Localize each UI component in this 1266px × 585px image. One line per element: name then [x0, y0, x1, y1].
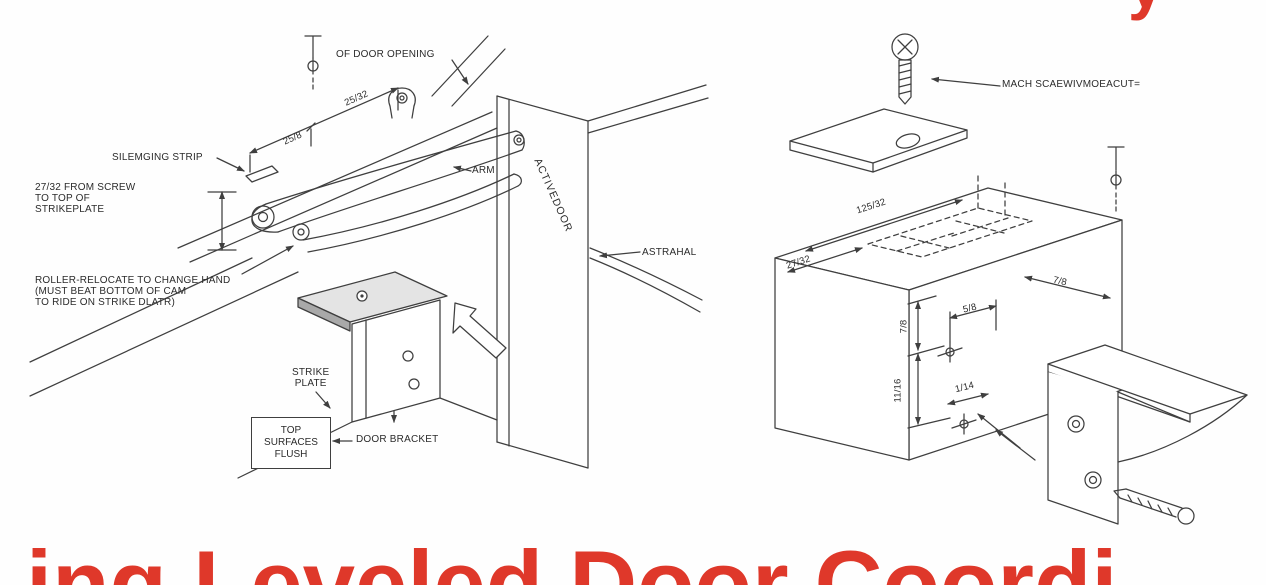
cutoff-text-fragment: y: [1128, 0, 1164, 22]
screw-leader-line: [931, 76, 1001, 87]
arm-label: ARM: [472, 165, 495, 176]
machine-screw: [891, 33, 919, 105]
active-door-panel: [496, 84, 709, 469]
left-frame-lines: [29, 35, 506, 479]
machine-screw-label: MACH SCAEWIVMOEACUT=: [1002, 79, 1141, 90]
cover-plate: [789, 108, 968, 173]
astragal-label: ASTRAHAL: [642, 247, 697, 258]
dim-11-16-label: 11/16: [892, 378, 904, 403]
right-dimension-lines: [787, 199, 1111, 461]
dim-7-8-face-label: 7/8: [898, 319, 910, 334]
centerline-symbol: [304, 35, 322, 93]
coordinator-arm: [245, 87, 525, 253]
door-bracket-label: DOOR BRACKET: [356, 434, 439, 445]
door-opening-centerline-label: OF DOOR OPENING: [336, 49, 435, 60]
centerline-symbol: [1107, 146, 1125, 215]
top-surfaces-flush-callout: TOP SURFACES FLUSH: [251, 417, 331, 469]
left-leader-lines: [216, 59, 641, 444]
strike-plate-label: STRIKE PLATE: [292, 367, 330, 389]
corner-bracket: [1047, 344, 1248, 525]
mounting-screw: [1113, 488, 1195, 525]
roller-relocate-note: ROLLER-RELOCATE TO CHANGE HAND (MUST BEA…: [35, 275, 231, 308]
cutoff-heading-text: ing Leveled Door Coordi: [26, 531, 1118, 585]
face-mounting-holes: [937, 341, 977, 435]
left-dimension-lines: [207, 87, 399, 251]
screw-offset-note: 27/32 FROM SCREW TO TOP OF STRIKEPLATE: [35, 182, 136, 215]
direction-arrow: [452, 302, 507, 359]
strike-plate-assembly: [297, 271, 448, 423]
silencing-strip-label: SILEMGING STRIP: [112, 152, 203, 163]
